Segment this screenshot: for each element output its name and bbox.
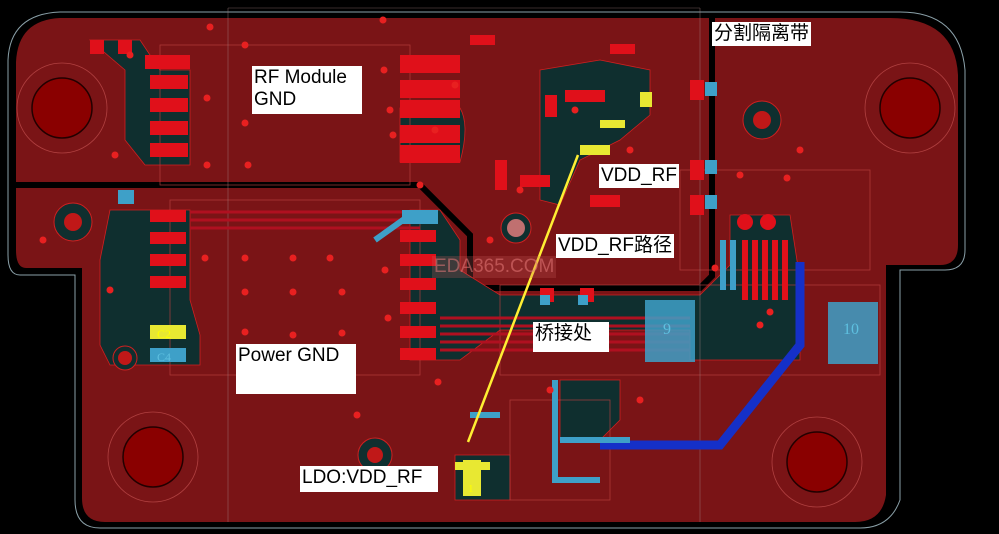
via [626,146,634,154]
bottom-pads [118,82,878,364]
split-band-label: 分割隔离带 [712,22,812,46]
via [241,254,249,262]
ic-power [150,210,436,360]
via [384,314,392,322]
via [111,151,119,159]
rf-area-pads [400,35,704,302]
via [338,288,346,296]
via [244,161,252,169]
via [636,396,644,404]
mounting-holes [16,62,956,508]
via [416,181,424,189]
vdd-rf-path-label: VDD_RF路径 [556,234,675,258]
via [201,254,209,262]
connector-pins [737,214,788,300]
via [451,81,459,89]
via [766,308,774,316]
via [241,41,249,49]
pad9-label: 9 [663,321,671,338]
via-grid [39,16,804,419]
ic-left-top [90,40,190,157]
via [756,321,764,329]
via [431,126,439,134]
via [241,288,249,296]
mount-hole-bl [107,411,199,503]
via [353,411,361,419]
watermark: EDA365.COM [432,256,557,278]
mount-hole-tl [16,62,108,154]
via [241,328,249,336]
ldo-pin1-label: 1 [468,483,474,495]
via [203,161,211,169]
via [546,386,554,394]
via [434,378,442,386]
vdd-rf-path-line [466,154,580,443]
via [289,254,297,262]
mount-hole-br [771,416,863,508]
via [516,186,524,194]
via [571,106,579,114]
vdd-rf-label: VDD_RF [599,164,680,188]
thru-holes [53,100,782,473]
via [206,23,214,31]
via [289,331,297,339]
via [389,131,397,139]
via [783,174,791,182]
power-gnd-label: Power GND [236,344,356,394]
copper-plane [16,18,958,522]
via [289,288,297,296]
rf-module-gnd-label: RF Module GND [252,66,362,114]
via [241,119,249,127]
mount-hole-tr [864,62,956,154]
via [381,266,389,274]
bridge-label: 桥接处 [533,322,609,352]
bottom-traces [373,212,805,483]
via [711,264,719,272]
via [486,236,494,244]
via [203,94,211,102]
board-outline [7,11,966,529]
via [380,66,388,74]
via [386,106,394,114]
via [39,236,47,244]
via [379,16,387,24]
via [338,329,346,337]
vdd-rf-highlight [150,92,652,496]
pad10-label: 10 [843,321,859,338]
c2-label: C2 [157,327,171,341]
ldo-vdd-rf-label: LDO:VDD_RF [300,466,438,492]
c4-label: C4 [157,350,171,364]
via [126,51,134,59]
component-numbers: 9 10 C2 C4 1 [157,321,859,495]
via [736,171,744,179]
via [796,146,804,154]
via [326,254,334,262]
via [106,286,114,294]
